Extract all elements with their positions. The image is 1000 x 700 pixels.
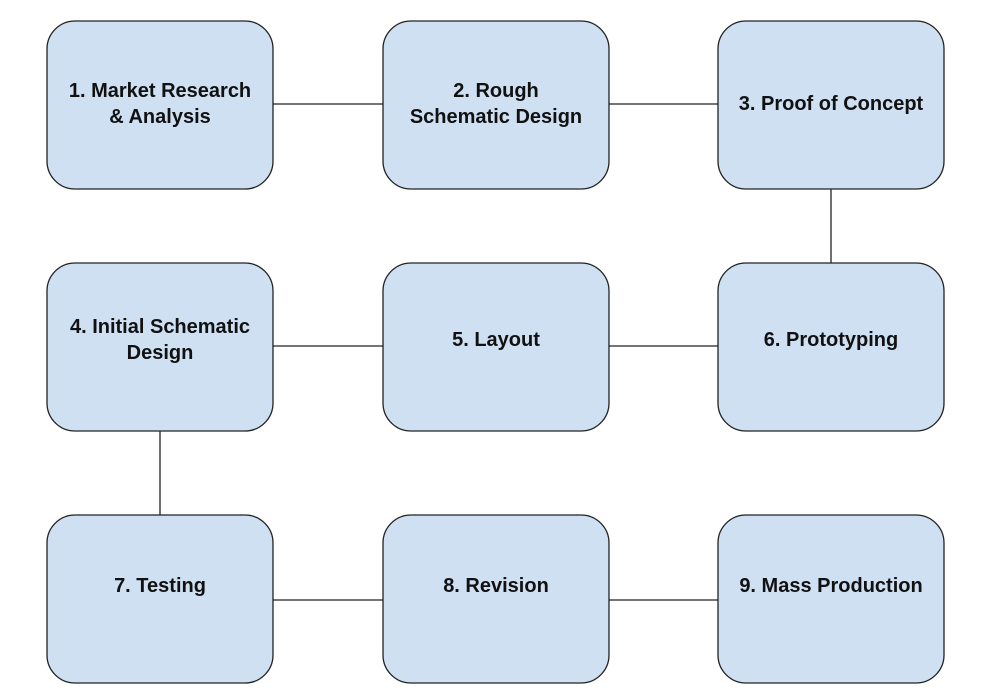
node-n7[interactable]: 7. Testing bbox=[46, 514, 274, 684]
node-box[interactable] bbox=[46, 514, 274, 684]
node-box[interactable] bbox=[717, 262, 945, 432]
node-label: Schematic Design bbox=[410, 106, 582, 128]
node-box[interactable] bbox=[46, 262, 274, 432]
node-box[interactable] bbox=[382, 20, 610, 190]
node-label: 2. Rough bbox=[453, 80, 539, 102]
node-n6[interactable]: 6. Prototyping bbox=[717, 262, 945, 432]
node-n8[interactable]: 8. Revision bbox=[382, 514, 610, 684]
node-n9[interactable]: 9. Mass Production bbox=[717, 514, 945, 684]
node-box[interactable] bbox=[717, 514, 945, 684]
node-box[interactable] bbox=[46, 20, 274, 190]
node-label: 4. Initial Schematic bbox=[70, 316, 250, 338]
node-box[interactable] bbox=[717, 20, 945, 190]
node-n5[interactable]: 5. Layout bbox=[382, 262, 610, 432]
node-label: & Analysis bbox=[109, 106, 211, 128]
node-label: 5. Layout bbox=[452, 329, 540, 351]
node-label: Design bbox=[127, 342, 194, 364]
node-box[interactable] bbox=[382, 262, 610, 432]
node-label: 3. Proof of Concept bbox=[739, 93, 924, 115]
node-label: 1. Market Research bbox=[69, 80, 251, 102]
edges-layer bbox=[159, 103, 832, 601]
nodes-layer: 1. Market Research & Analysis 2. RoughSche… bbox=[46, 20, 945, 684]
node-label: 6. Prototyping bbox=[764, 329, 898, 351]
node-n3[interactable]: 3. Proof of Concept bbox=[717, 20, 945, 190]
node-label: 9. Mass Production bbox=[739, 575, 922, 597]
node-box[interactable] bbox=[382, 514, 610, 684]
node-n1[interactable]: 1. Market Research & Analysis bbox=[46, 20, 274, 190]
node-label: 8. Revision bbox=[443, 575, 549, 597]
node-label: 7. Testing bbox=[114, 575, 206, 597]
